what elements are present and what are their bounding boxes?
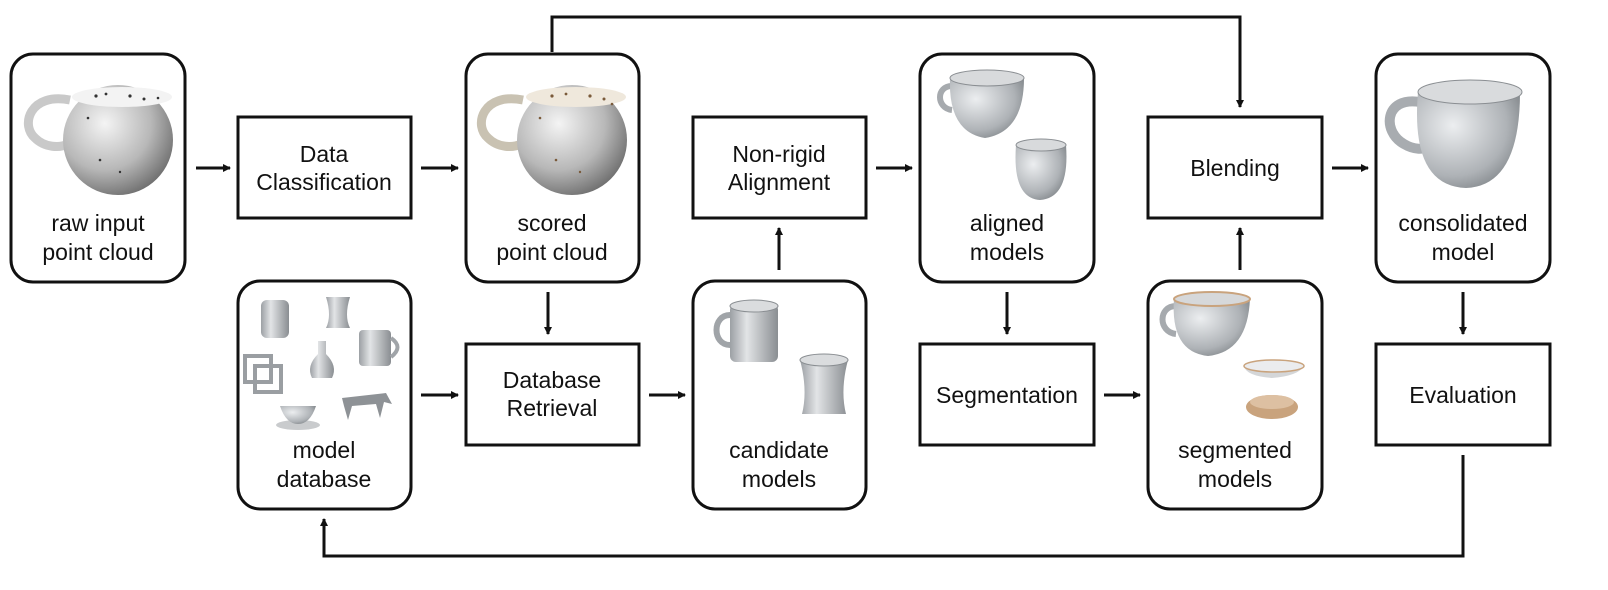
db-retrieval-label-1: Database (503, 367, 601, 393)
scored-point-cloud-image (476, 85, 627, 195)
scored-label-1: scored (517, 210, 586, 236)
database-retrieval-box (464, 342, 641, 447)
segmented-models-node (1146, 279, 1324, 511)
non-rigid-label-1: Non-rigid (732, 141, 825, 167)
raw-point-cloud-image (23, 85, 173, 195)
arrow-scored-to-blending (550, 15, 1244, 108)
aligned-models-image (937, 69, 1067, 200)
consolidated-label-2: model (1432, 239, 1495, 265)
model-database-image (243, 297, 400, 430)
non-rigid-alignment-box (691, 115, 868, 220)
scored-label-2: point cloud (496, 239, 607, 265)
candidate-models-image (713, 299, 849, 414)
raw-input-label-1: raw input (51, 210, 145, 236)
candidate-models-node (691, 279, 868, 511)
segmented-label-1: segmented (1178, 437, 1292, 463)
consolidated-model-image (1384, 79, 1523, 188)
data-classification-label-1: Data (300, 141, 349, 167)
consolidated-label-1: consolidated (1398, 210, 1527, 236)
evaluation-box (1374, 342, 1552, 447)
model-database-node (236, 279, 413, 511)
candidate-label-2: models (742, 466, 816, 492)
evaluation-label: Evaluation (1409, 382, 1516, 408)
segmented-models-image (1159, 291, 1305, 419)
arrow-evaluation-to-database (320, 455, 1465, 558)
model-db-label-1: model (293, 437, 356, 463)
data-classification-box (236, 115, 413, 220)
segmentation-label: Segmentation (936, 382, 1078, 408)
aligned-label-2: models (970, 239, 1044, 265)
candidate-label-1: candidate (729, 437, 829, 463)
blending-label: Blending (1190, 155, 1280, 181)
scored-point-cloud-node (464, 52, 641, 284)
db-retrieval-label-2: Retrieval (507, 395, 598, 421)
raw-input-node (9, 52, 187, 284)
aligned-models-node (918, 52, 1096, 284)
non-rigid-label-2: Alignment (728, 169, 831, 195)
raw-input-label-2: point cloud (42, 239, 153, 265)
segmentation-box (918, 342, 1096, 447)
blending-box (1146, 115, 1324, 220)
consolidated-model-node (1374, 52, 1552, 284)
data-classification-label-2: Classification (256, 169, 392, 195)
model-db-label-2: database (277, 466, 372, 492)
aligned-label-1: aligned (970, 210, 1044, 236)
segmented-label-2: models (1198, 466, 1272, 492)
